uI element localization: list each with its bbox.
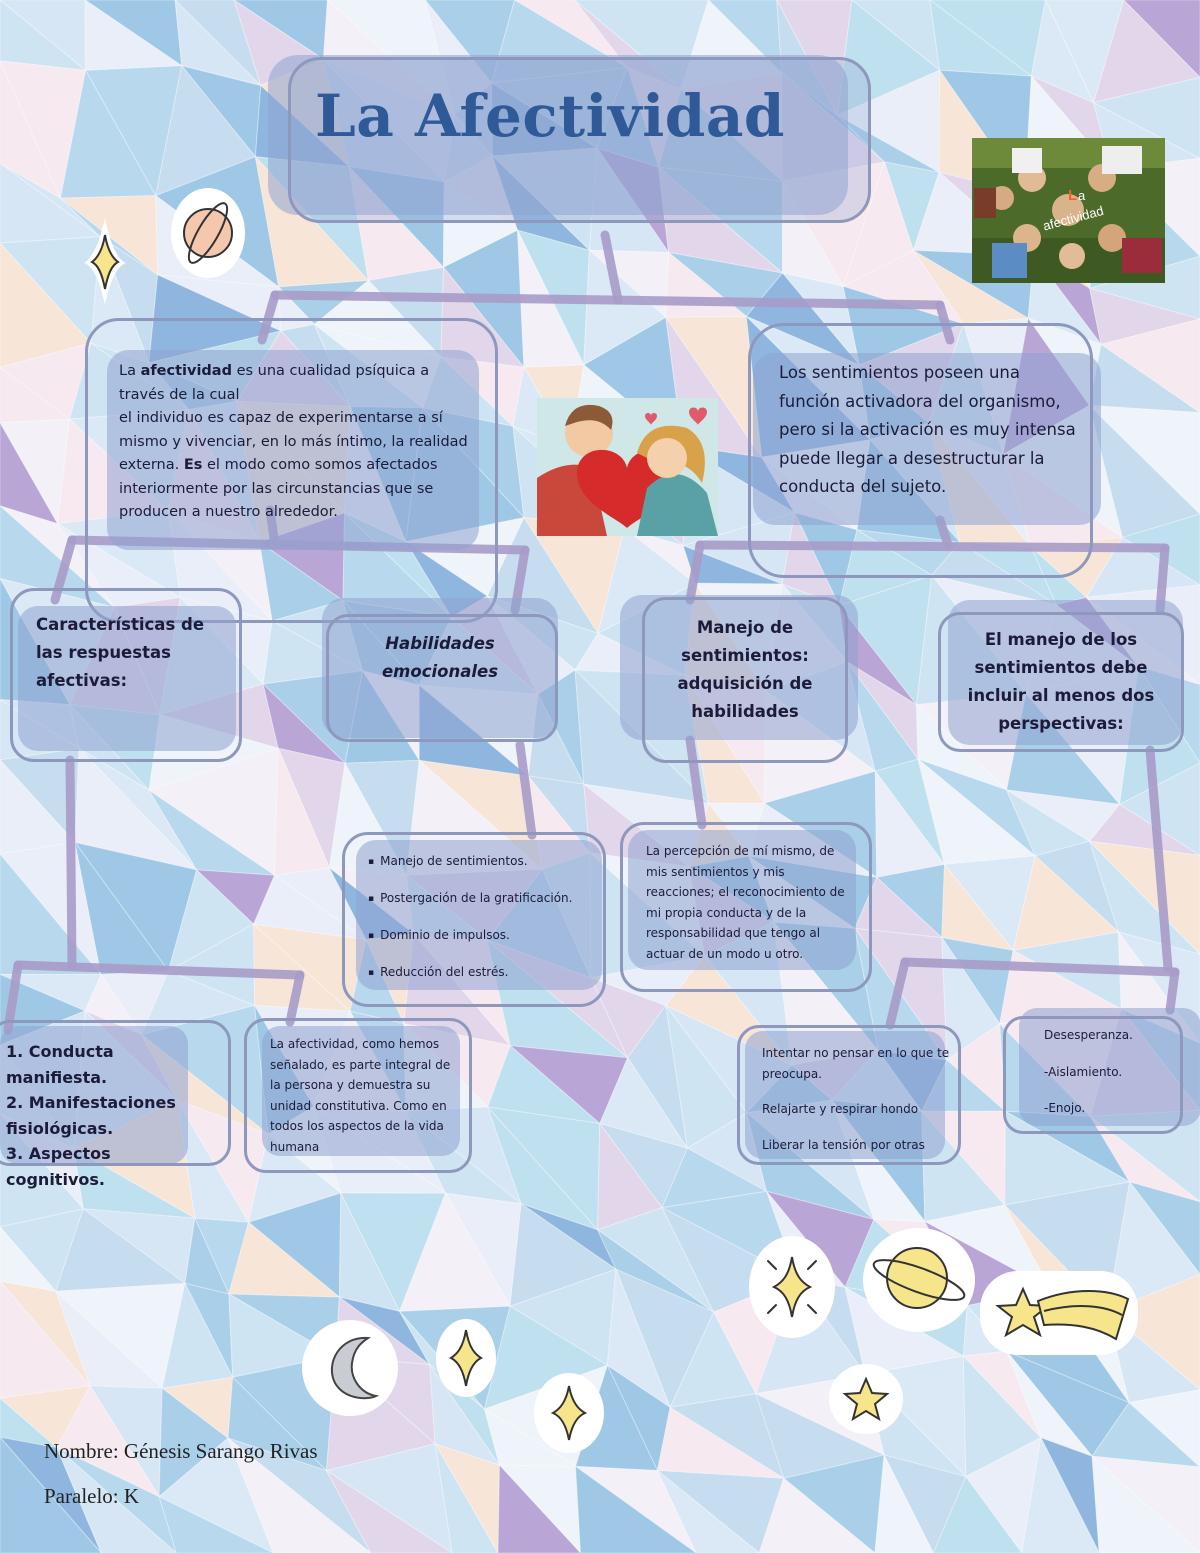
sparkle-icon (80, 215, 130, 311)
aspectos-box (0, 1018, 235, 1170)
shooting-star-icon (978, 1267, 1140, 1361)
list-item: Postergación de la gratificación. (368, 880, 603, 917)
definition-text: La afectividad es una cualidad psíquica … (119, 360, 469, 525)
perspectivas-box (938, 600, 1188, 755)
habilidades-heading: Habilidades emocionales (381, 634, 499, 681)
sparkle-icon (533, 1372, 605, 1458)
caracteristicas-box (10, 588, 245, 764)
list-item: Desesperanza. (1044, 1028, 1133, 1042)
definition-run: afectividad (140, 363, 232, 379)
sparkle-burst-icon (748, 1235, 836, 1344)
sparkle-icon (435, 1318, 497, 1402)
percepcion-text: La percepción de mí mismo, de mis sentim… (646, 844, 845, 961)
list-item: 1. Conducta manifiesta. (6, 1042, 114, 1087)
list-item: Relajarte y respirar hondo (762, 1102, 919, 1116)
tecnicas-box (737, 1025, 965, 1169)
percepcion-box (620, 822, 875, 994)
page-title: La Afectividad (315, 82, 785, 150)
definition-run: el modo como somos afectados interiormen… (119, 457, 438, 520)
list-item: Manejo de sentimientos. (368, 843, 603, 880)
list-item: Dominio de impulsos. (368, 917, 603, 954)
student-name: Nombre: Génesis Sarango Rivas (44, 1439, 318, 1463)
list-item: -Enojo. (1044, 1101, 1086, 1115)
class-section: Paralelo: K (44, 1484, 140, 1508)
manejo-box (620, 595, 860, 767)
star-icon (828, 1363, 904, 1439)
aspectos-list: 1. Conducta manifiesta. 2. Manifestacione… (6, 1039, 206, 1192)
habilidades-list: Manejo de sentimientos.Postergación de l… (368, 843, 603, 991)
photo-logo-rest: a (1078, 188, 1086, 203)
perspectivas-heading: El manejo de los sentimientos debe inclu… (967, 630, 1155, 733)
caracteristicas-heading: Características de las respuestas afecti… (36, 615, 205, 690)
title-box (268, 55, 873, 227)
integral-box (244, 1018, 476, 1176)
definition-run: La (119, 363, 141, 379)
group-photo: L a afectividad (972, 138, 1165, 283)
couple-heart-illustration (537, 398, 718, 536)
list-item: 3. Aspectos cognitivos. (6, 1144, 111, 1189)
sentimientos-text: Los sentimientos poseen una función acti… (779, 363, 1076, 496)
manejo-heading: Manejo de sentimientos: adquisición de h… (677, 618, 813, 721)
definition-run: es una cualidad psíquica a través de la … (119, 363, 430, 403)
sentimientos-box (748, 323, 1106, 581)
integral-text: La afectividad, como hemos señalado, es … (270, 1037, 451, 1154)
emociones-list: Desesperanza. -Aislamiento. -Enojo. (1044, 1025, 1184, 1119)
list-item: Intentar no pensar en lo que te preocupa… (762, 1046, 950, 1081)
tecnicas-list: Intentar no pensar en lo que te preocupa… (762, 1043, 952, 1155)
list-item: Liberar la tensión por otras (762, 1137, 925, 1152)
definition-box (85, 318, 500, 626)
emociones-box (1003, 1008, 1200, 1138)
photo-logo-letter: L (1068, 187, 1077, 204)
definition-run: Es (183, 457, 203, 473)
list-item: 2. Manifestaciones fisiológicas. (6, 1093, 176, 1138)
list-item: -Aislamiento. (1044, 1064, 1123, 1079)
definition-run: el individuo es capaz de experimentarse … (119, 410, 468, 473)
planet-icon (168, 185, 248, 285)
list-item: Reducción del estrés. (368, 954, 603, 991)
moon-icon (300, 1318, 400, 1422)
planet-icon (862, 1226, 977, 1338)
habilidades-box (322, 598, 562, 746)
